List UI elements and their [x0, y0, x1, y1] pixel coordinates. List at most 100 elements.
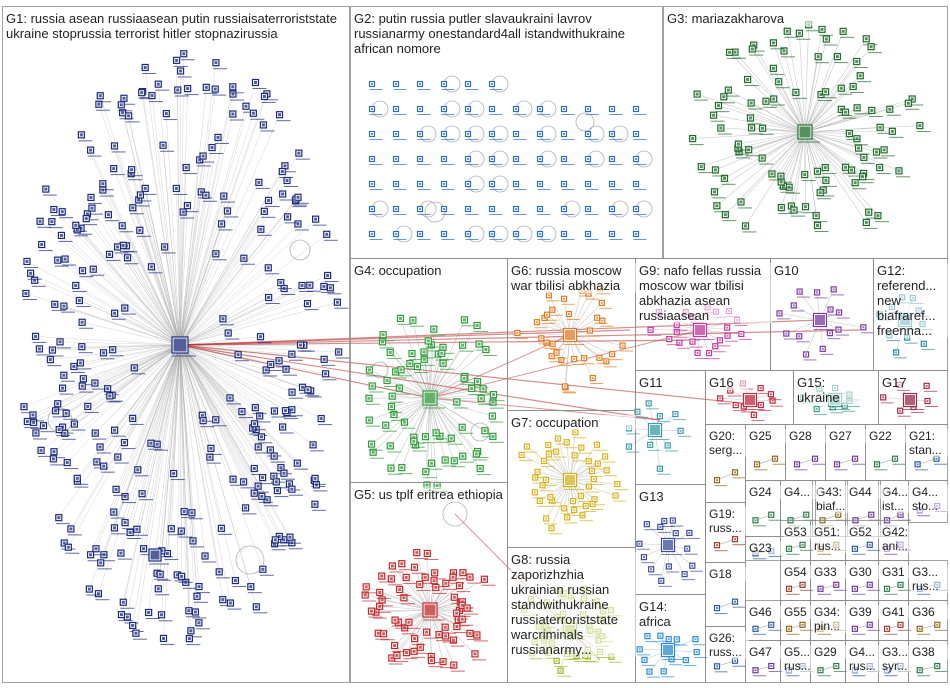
edge — [179, 344, 277, 482]
vertex-image — [936, 623, 939, 626]
vertex-image — [233, 579, 237, 583]
edge — [59, 344, 181, 430]
vertex-image — [584, 654, 587, 657]
vertex-image — [491, 434, 495, 438]
edge — [132, 344, 181, 419]
vertex-image — [63, 257, 67, 261]
vertex-image — [596, 316, 599, 319]
vertex-image — [638, 542, 641, 545]
vertex-image — [667, 565, 670, 568]
vertex-image — [824, 37, 828, 41]
edge — [151, 95, 181, 346]
edge — [804, 108, 890, 133]
vertex-image — [412, 649, 416, 653]
vertex-image — [847, 132, 851, 136]
vertex-image — [551, 342, 554, 345]
vertex-image — [395, 108, 397, 110]
vertex-image — [858, 74, 862, 78]
edge — [26, 261, 181, 346]
vertex-image — [160, 549, 164, 553]
vertex-image — [918, 509, 921, 512]
vertex-image — [563, 108, 565, 110]
edge — [80, 228, 181, 346]
vertex-image — [443, 208, 445, 210]
vertex-image — [743, 224, 747, 228]
vertex-image — [770, 513, 773, 516]
vertex-image — [723, 213, 727, 217]
vertex-image — [50, 220, 54, 224]
vertex-image — [729, 389, 732, 392]
edge — [179, 344, 222, 529]
vertex-image — [473, 652, 477, 656]
edge — [429, 609, 432, 661]
vertex-image — [716, 607, 718, 610]
vertex-image — [425, 551, 429, 555]
panel-frame-g22 — [865, 424, 906, 481]
vertex-image — [675, 323, 678, 326]
vertex-image — [371, 208, 373, 210]
vertex-image — [551, 499, 554, 502]
vertex-image — [149, 441, 153, 445]
vertex-image — [455, 611, 459, 615]
vertex-image — [734, 659, 736, 662]
vertex-image — [272, 409, 276, 413]
vertex-image — [65, 461, 69, 465]
vertex-image — [587, 108, 589, 110]
vertex-image — [936, 505, 939, 508]
edge — [369, 369, 431, 399]
vertex-image — [601, 618, 604, 621]
vertex-image — [874, 150, 878, 154]
vertex-image — [106, 213, 110, 217]
edge — [729, 52, 806, 133]
vertex-image — [675, 330, 678, 333]
vertex-image — [199, 190, 203, 194]
vertex-image — [598, 650, 601, 653]
vertex-image — [666, 444, 669, 447]
vertex-image — [412, 439, 416, 443]
edge — [179, 344, 290, 485]
edge — [179, 344, 187, 583]
vertex-image — [834, 386, 837, 389]
vertex-image — [201, 419, 205, 423]
vertex-image — [424, 604, 436, 616]
vertex-image — [816, 224, 820, 228]
vertex-image — [715, 204, 719, 208]
vertex-image — [491, 83, 493, 85]
vertex-image — [425, 483, 429, 487]
vertex-image — [443, 625, 447, 629]
edge — [95, 344, 181, 434]
vertex-image — [275, 489, 279, 493]
nodes-layer — [20, 21, 948, 678]
edge — [179, 344, 255, 469]
vertex-image — [254, 605, 258, 609]
vertex-image — [876, 463, 878, 466]
vertex-image — [722, 95, 726, 99]
edge — [365, 594, 431, 611]
vertex-image — [876, 214, 880, 218]
vertex-image — [529, 597, 532, 600]
edge — [804, 131, 900, 172]
edge — [123, 344, 181, 603]
edge — [75, 225, 181, 346]
vertex-image — [371, 83, 373, 85]
vertex-image — [96, 592, 100, 596]
vertex-image — [197, 621, 201, 625]
vertex-image — [242, 480, 246, 484]
vertex-image — [734, 471, 736, 474]
edge — [783, 131, 806, 187]
vertex-image — [926, 400, 929, 403]
vertex-image — [643, 658, 646, 661]
vertex-image — [400, 562, 404, 566]
vertex-image — [381, 333, 385, 337]
vertex-image — [455, 625, 459, 629]
vertex-image — [821, 347, 824, 350]
vertex-image — [252, 491, 256, 495]
vertex-image — [455, 400, 459, 404]
vertex-image — [650, 568, 653, 571]
edge — [142, 91, 181, 346]
edge — [179, 344, 211, 458]
vertex-image — [684, 659, 687, 662]
vertex-image — [550, 355, 553, 358]
vertex-image — [756, 463, 758, 466]
edge — [103, 344, 181, 467]
